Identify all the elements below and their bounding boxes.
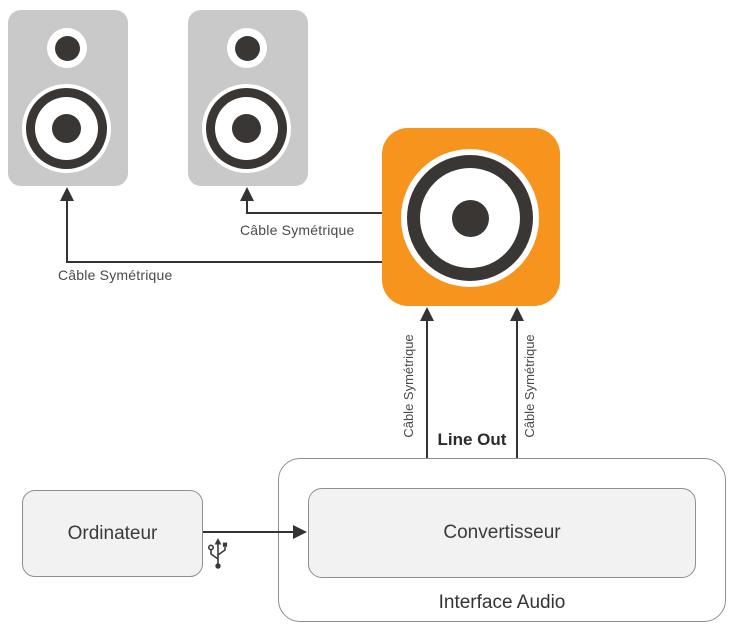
tweeter-icon bbox=[227, 28, 267, 68]
cable-line bbox=[66, 200, 68, 263]
cable-line bbox=[66, 261, 382, 263]
studio-monitor-orange-icon bbox=[382, 128, 560, 306]
studio-monitor-icon bbox=[188, 10, 308, 186]
ordinateur-label: Ordinateur bbox=[67, 522, 158, 544]
arrowhead-right-icon bbox=[293, 525, 307, 539]
cable-line bbox=[246, 200, 248, 214]
cable-line bbox=[426, 320, 428, 458]
convertisseur-label: Convertisseur bbox=[443, 522, 561, 543]
cable-label: Câble Symétrique bbox=[240, 222, 355, 238]
cable-line bbox=[516, 320, 518, 458]
line-out-label: Line Out bbox=[437, 430, 507, 449]
ordinateur-node: Ordinateur bbox=[22, 490, 203, 577]
woofer-icon bbox=[202, 84, 291, 173]
usb-cable-line bbox=[203, 531, 295, 533]
cable-line bbox=[246, 212, 382, 214]
woofer-icon bbox=[401, 149, 539, 287]
studio-monitor-icon bbox=[8, 10, 128, 186]
arrowhead-up-icon bbox=[240, 187, 254, 201]
arrowhead-up-icon bbox=[510, 307, 524, 321]
cable-label: Câble Symétrique bbox=[58, 267, 173, 283]
arrowhead-up-icon bbox=[420, 307, 434, 321]
arrowhead-up-icon bbox=[60, 187, 74, 201]
woofer-icon bbox=[22, 84, 111, 173]
cable-label-vertical: Câble Symétrique bbox=[401, 334, 416, 438]
tweeter-icon bbox=[47, 28, 87, 68]
cable-label-vertical: Câble Symétrique bbox=[522, 334, 537, 438]
convertisseur-node: Convertisseur bbox=[308, 488, 696, 578]
usb-icon bbox=[207, 538, 228, 569]
interface-audio-label: Interface Audio bbox=[438, 592, 566, 613]
